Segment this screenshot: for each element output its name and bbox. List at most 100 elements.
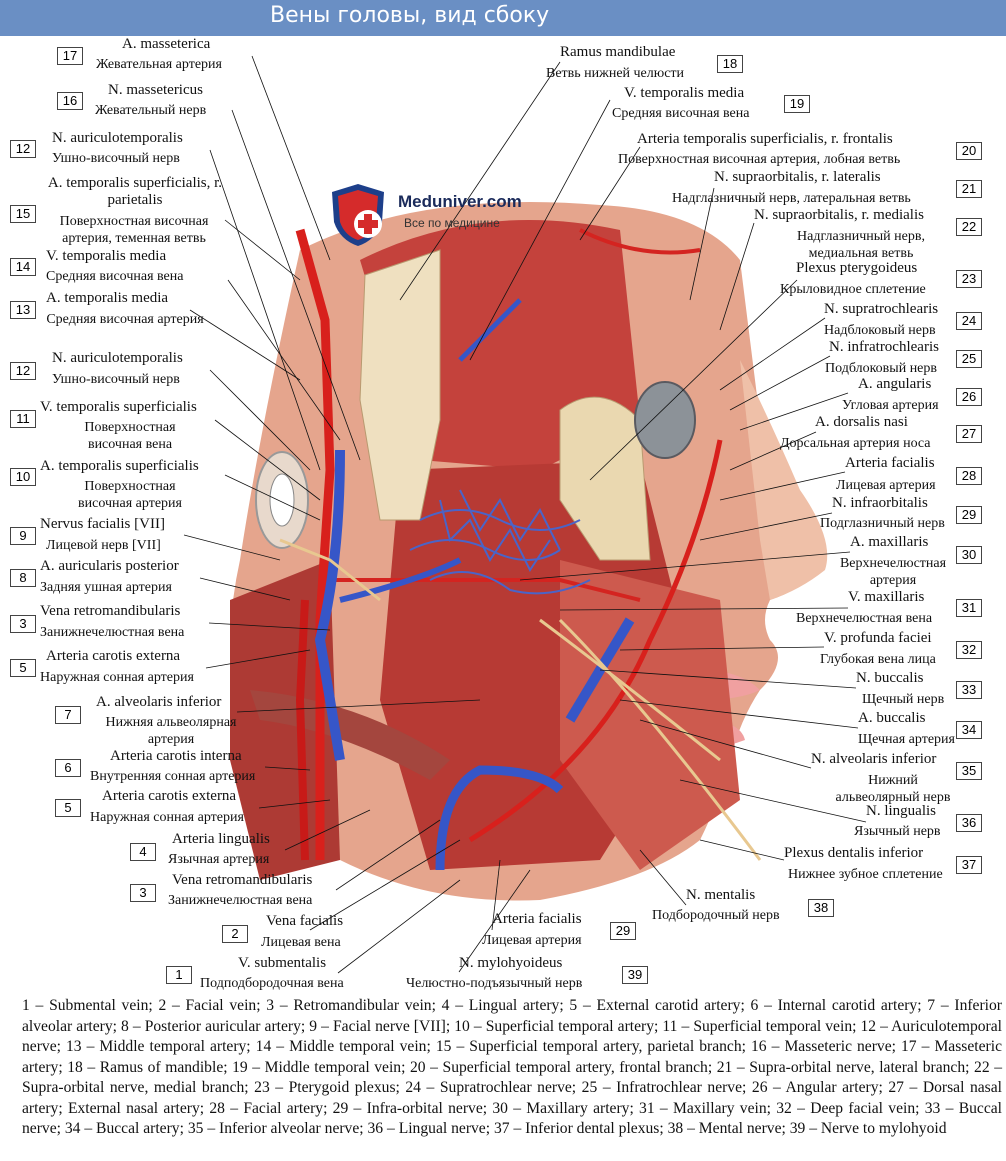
label-latin: Plexus dentalis inferior (784, 845, 924, 861)
label-number: 28 (956, 467, 982, 485)
label-russian: Поверхностная височная артерия, лобная в… (618, 152, 901, 167)
label-russian: Верхнечелюстная артерия (839, 556, 947, 588)
label-russian: Поверхностная височная артерия, теменная… (59, 214, 209, 246)
label-russian: Лицевой нерв [VII] (46, 538, 161, 553)
label-russian: Верхнечелюстная вена (796, 611, 933, 626)
label-russian: Лицевая артерия (836, 478, 936, 493)
page-title: Вены головы, вид сбоку (270, 3, 550, 28)
leader-lines (183, 55, 867, 974)
label-russian: Глубокая вена лица (820, 652, 936, 667)
label-latin: N. infratrochlearis (829, 339, 939, 355)
facial-nerve (279, 538, 381, 602)
label-russian: Щечная артерия (858, 732, 955, 747)
label-latin: N. infraorbitalis (832, 495, 928, 511)
label-latin: N. auriculotemporalis (52, 130, 183, 146)
shield-icon (332, 184, 384, 246)
label-russian: Угловая артерия (842, 398, 939, 413)
label-russian: Надглазничный нерв, медиальная ветвь (797, 229, 925, 261)
label-number: 29 (956, 506, 982, 524)
label-latin: A. temporalis superficialis (40, 458, 199, 474)
label-latin: A. maxillaris (850, 534, 929, 550)
label-number: 10 (10, 468, 36, 486)
facial-artery (468, 439, 723, 843)
zygomatic-bone (559, 396, 651, 561)
buccinator-muscle (560, 560, 740, 870)
label-number: 32 (956, 641, 982, 659)
label-number: 33 (956, 681, 982, 699)
label-number: 11 (10, 410, 36, 428)
label-russian: Жевательный нерв (95, 103, 207, 118)
label-latin: N. mylohyoideus (459, 955, 563, 971)
label-latin: V. temporalis media (46, 248, 167, 264)
label-latin: A. temporalis superficialis, r. parietal… (47, 175, 223, 208)
label-number: 26 (956, 388, 982, 406)
site-logo[interactable]: Meduniver.com Все по медицине (328, 182, 548, 250)
label-latin: N. mentalis (686, 887, 756, 903)
eye (634, 381, 696, 459)
label-russian: Занижнечелюстная вена (40, 625, 185, 640)
label-number: 12 (10, 362, 36, 380)
label-latin: V. temporalis superficialis (40, 399, 197, 415)
label-russian: Щечный нерв (862, 692, 945, 707)
internal-carotid-artery (295, 599, 309, 861)
label-russian: Задняя ушная артерия (40, 580, 172, 595)
label-number: 29 (610, 922, 636, 940)
label-russian: Поверхностная височная артерия (78, 479, 182, 511)
label-number: 30 (956, 546, 982, 564)
label-number: 17 (57, 47, 83, 65)
label-russian: Поверхностная височная вена (84, 420, 176, 452)
label-latin: Vena retromandibularis (172, 872, 313, 888)
label-number: 22 (956, 218, 982, 236)
label-latin: Arteria carotis interna (110, 748, 242, 764)
label-russian: Язычная артерия (168, 852, 270, 867)
label-latin: N. supraorbitalis, r. medialis (754, 207, 924, 223)
nose-profile (740, 360, 828, 600)
label-latin: Arteria carotis externa (102, 788, 237, 804)
external-carotid-artery (295, 228, 335, 860)
label-number: 9 (10, 527, 36, 545)
label-number: 14 (10, 258, 36, 276)
label-latin: Vena facialis (266, 913, 344, 929)
label-number: 13 (10, 301, 36, 319)
figure-caption: 1 – Submental vein; 2 – Facial vein; 3 –… (22, 997, 1002, 1137)
logo-name: Meduniver.com (398, 192, 522, 211)
label-latin: Plexus pterygoideus (796, 260, 918, 276)
label-number: 1 (166, 966, 192, 984)
label-russian: Надглазничный нерв, латеральная ветвь (672, 191, 911, 206)
label-latin: Arteria carotis externa (46, 648, 181, 664)
label-number: 8 (10, 569, 36, 587)
label-latin: N. supratrochlearis (824, 301, 939, 317)
label-number: 5 (10, 659, 36, 677)
label-number: 2 (222, 925, 248, 943)
label-russian: Подблоковый нерв (825, 361, 938, 376)
label-russian: Наружная сонная артерия (40, 670, 194, 685)
label-russian: Нижний альвеолярный нерв (835, 773, 951, 805)
label-russian: Внутренняя сонная артерия (90, 769, 256, 784)
label-number: 35 (956, 762, 982, 780)
label-number: 3 (10, 615, 36, 633)
label-russian: Подглазничный нерв (820, 516, 945, 531)
logo-tagline: Все по медицине (404, 216, 500, 230)
label-number: 36 (956, 814, 982, 832)
label-russian: Челюстно-подъязычный нерв (406, 976, 583, 991)
label-russian: Нижнее зубное сплетение (788, 867, 943, 882)
label-number: 38 (808, 899, 834, 917)
label-number: 31 (956, 599, 982, 617)
facial-vein (435, 765, 564, 871)
label-russian: Крыловидное сплетение (780, 282, 926, 297)
label-russian: Подподбородочная вена (200, 976, 344, 991)
retromandibular-vein (314, 449, 345, 761)
label-latin: A. dorsalis nasi (815, 414, 908, 430)
label-latin: Arteria facialis (845, 455, 935, 471)
label-russian: Нижняя альвеолярная артерия (105, 715, 237, 747)
lingual-nerve (558, 618, 762, 861)
pterygoid-plexus (409, 489, 591, 595)
label-latin: V. maxillaris (848, 589, 925, 605)
label-latin: A. temporalis media (46, 290, 169, 306)
label-russian: Средняя височная вена (46, 269, 184, 284)
label-number: 25 (956, 350, 982, 368)
label-number: 24 (956, 312, 982, 330)
label-russian: Средняя височная вена (612, 106, 750, 121)
label-russian: Ушно-височный нерв (52, 151, 180, 166)
label-russian: Дорсальная артерия носа (780, 436, 931, 451)
